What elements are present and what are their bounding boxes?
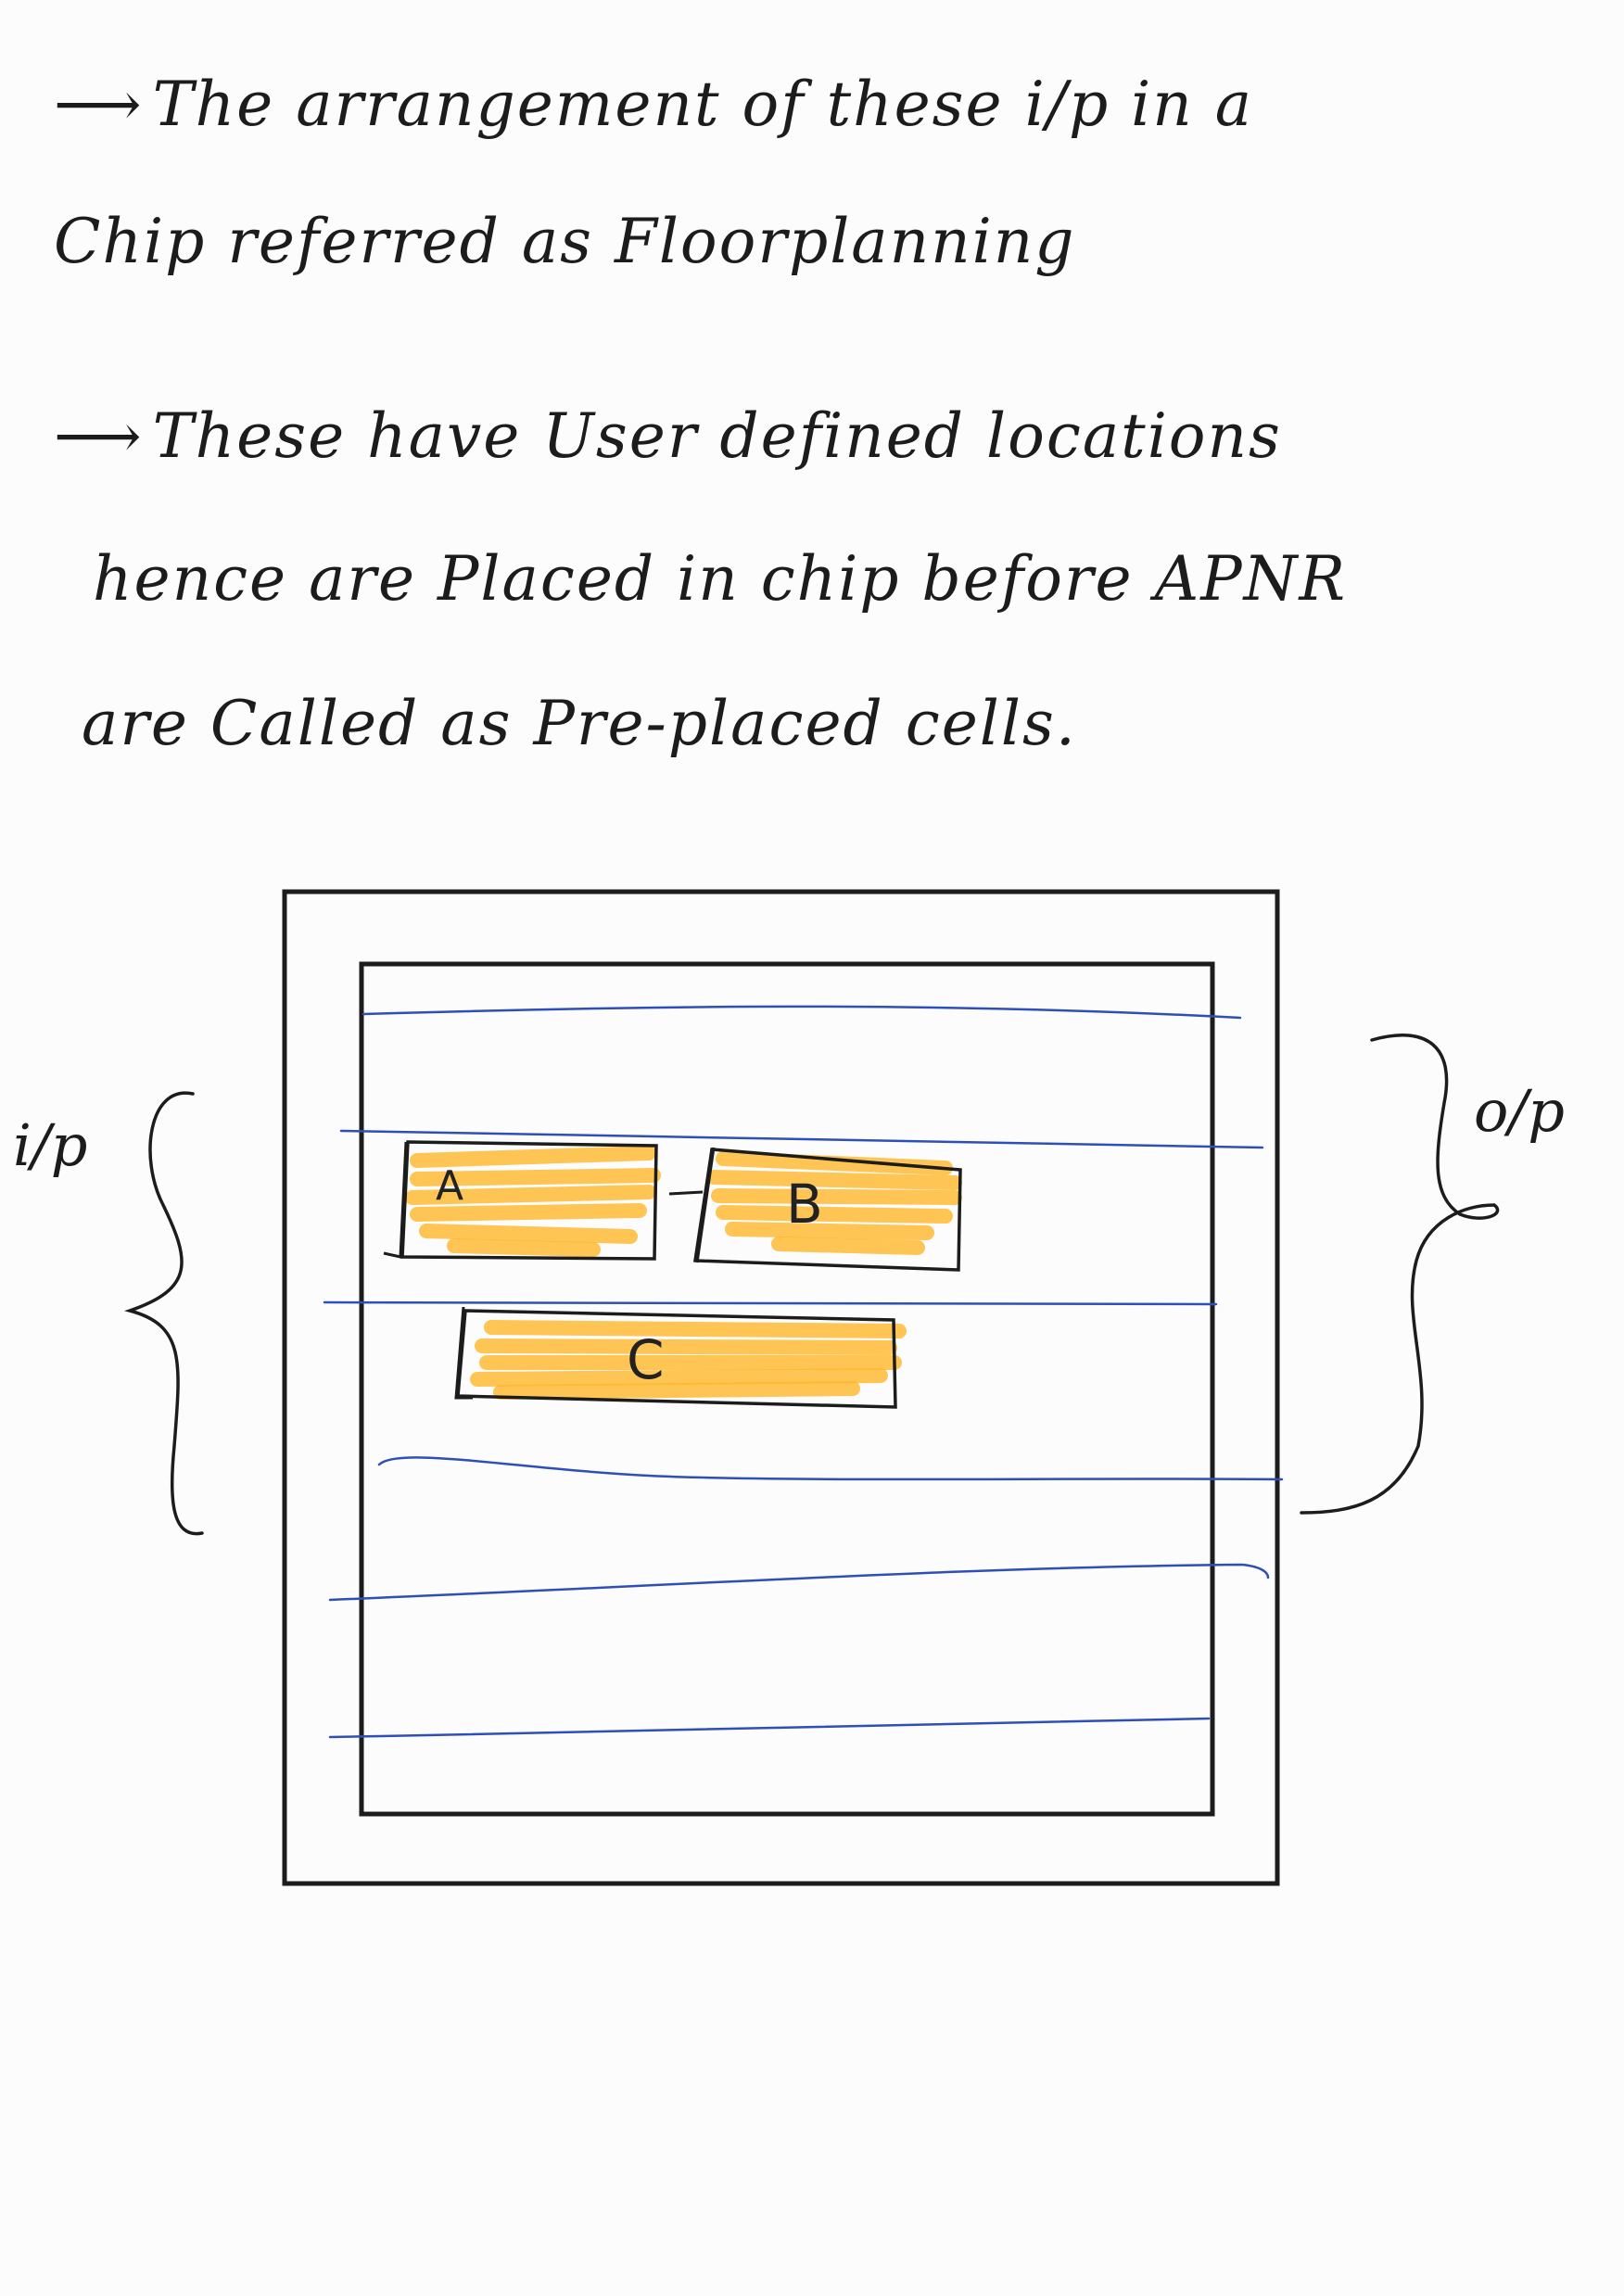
- note-line-3: ⟶These have User defined locations: [54, 406, 1282, 467]
- note-text-4: hence are Placed in chip before APNR: [93, 543, 1348, 615]
- cell-c-edge: [454, 1306, 473, 1400]
- cell-connection-line: [668, 1190, 704, 1196]
- cell-c-label: C: [627, 1328, 665, 1391]
- note-line-1: ⟶The arrangement of these i/p in a: [54, 74, 1253, 135]
- cell-rows: [323, 1005, 1284, 1739]
- cell-b-edge: [695, 1147, 716, 1263]
- chip-core-boundary: [359, 961, 1215, 1817]
- note-text-3: These have User defined locations: [152, 400, 1282, 472]
- arrow-right-icon: ⟶: [54, 400, 144, 472]
- cell-b-fill: [706, 1151, 962, 1255]
- output-brace-icon: [1300, 1034, 1500, 1515]
- note-line-5: are Called as Pre-placed cells.: [82, 693, 1077, 755]
- input-brace-icon: [124, 1091, 204, 1536]
- cell-row-line: [328, 1563, 1270, 1602]
- cell-row-line: [362, 1005, 1242, 1020]
- cell-c-fill: [470, 1320, 907, 1400]
- cell-a-fill: [405, 1146, 661, 1257]
- note-text-5: are Called as Pre-placed cells.: [82, 688, 1077, 759]
- cell-a-outline: [400, 1140, 658, 1261]
- output-label: o/p: [1474, 1077, 1565, 1145]
- cell-a: [383, 1140, 661, 1261]
- cell-c-outline: [456, 1309, 897, 1409]
- cell-b: [692, 1147, 962, 1272]
- cell-row-line: [323, 1300, 1218, 1306]
- chip-outer-boundary: [282, 889, 1280, 1886]
- input-label: i/p: [13, 1111, 88, 1179]
- note-text-2: Chip referred as Floorplanning: [54, 206, 1076, 277]
- cell-row-line: [339, 1129, 1264, 1149]
- note-line-2: Chip referred as Floorplanning: [54, 211, 1076, 273]
- cell-b-outline: [692, 1148, 962, 1272]
- cell-b-label: B: [786, 1173, 823, 1236]
- cell-a-label: A: [436, 1162, 464, 1210]
- cell-c: [454, 1306, 907, 1409]
- cell-a-edge: [383, 1141, 408, 1259]
- note-line-4: hence are Placed in chip before APNR: [93, 549, 1347, 610]
- cell-row-line: [377, 1456, 1284, 1481]
- arrow-right-icon: ⟶: [54, 69, 144, 140]
- cell-row-line: [328, 1717, 1211, 1739]
- note-text-1: The arrangement of these i/p in a: [152, 69, 1254, 140]
